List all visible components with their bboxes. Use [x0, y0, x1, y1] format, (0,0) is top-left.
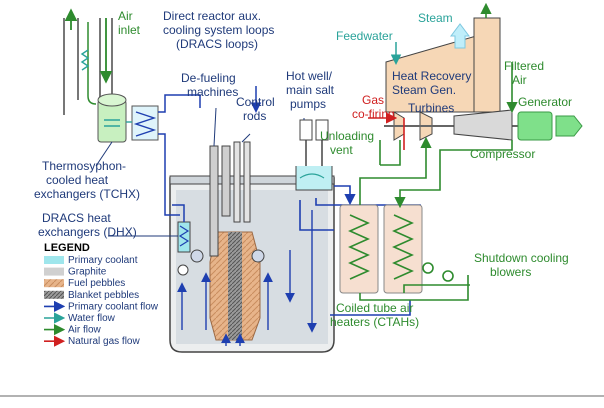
legend-label: Blanket pebbles — [68, 290, 139, 301]
legend-item: Primary coolant — [44, 255, 138, 266]
air-inlet-stack — [63, 8, 113, 115]
turbine-set — [384, 111, 520, 141]
legend-item: Water flow — [44, 312, 116, 324]
label-compressor: Compressor — [470, 147, 535, 161]
label-generator: Generator — [518, 95, 572, 109]
legend-label: Water flow — [68, 313, 116, 324]
label-turbines: Turbines — [408, 101, 454, 115]
control-rods — [233, 141, 251, 223]
hrsg-unit — [385, 17, 501, 113]
air-flow-lines — [359, 62, 518, 301]
label-steam: Steam — [418, 11, 453, 25]
tchx-tank — [97, 93, 127, 143]
dracs-loop-lines — [158, 86, 262, 222]
legend-label: Primary coolant — [68, 255, 138, 266]
legend-swatch — [44, 256, 64, 264]
legend-item: Blanket pebbles — [44, 290, 139, 301]
legend-item: Natural gas flow — [44, 335, 140, 347]
ctah-units — [339, 204, 423, 294]
label-feedwater: Feedwater — [336, 29, 393, 43]
legend-label: Primary coolant flow — [68, 301, 159, 312]
legend-swatch — [44, 267, 64, 276]
compressor-unit — [453, 109, 513, 141]
legend-item: Graphite — [44, 267, 107, 278]
legend-label: Air flow — [68, 325, 102, 336]
legend-item: Air flow — [44, 324, 102, 336]
legend-swatch — [44, 290, 64, 299]
label-dracs-loops: Direct reactor aux.cooling system loops(… — [163, 9, 274, 51]
tchx-heat-exchanger — [126, 105, 159, 141]
leader-lines — [95, 107, 305, 237]
reactor-core-fuel — [209, 231, 261, 341]
natural-gas-line — [368, 112, 405, 150]
legend-label: Fuel pebbles — [68, 278, 125, 289]
legend-title: LEGEND — [44, 242, 90, 254]
legend-item: Primary coolant flow — [44, 300, 159, 312]
generator-unit — [517, 111, 583, 141]
legend-item: Fuel pebbles — [44, 278, 125, 289]
legend-swatch — [44, 279, 64, 288]
legend-label: Graphite — [68, 267, 107, 278]
hot-well-pumps — [295, 119, 333, 191]
dhx-exchangers — [177, 221, 265, 276]
steam-arrow — [450, 23, 470, 49]
legend-label: Natural gas flow — [68, 336, 140, 347]
